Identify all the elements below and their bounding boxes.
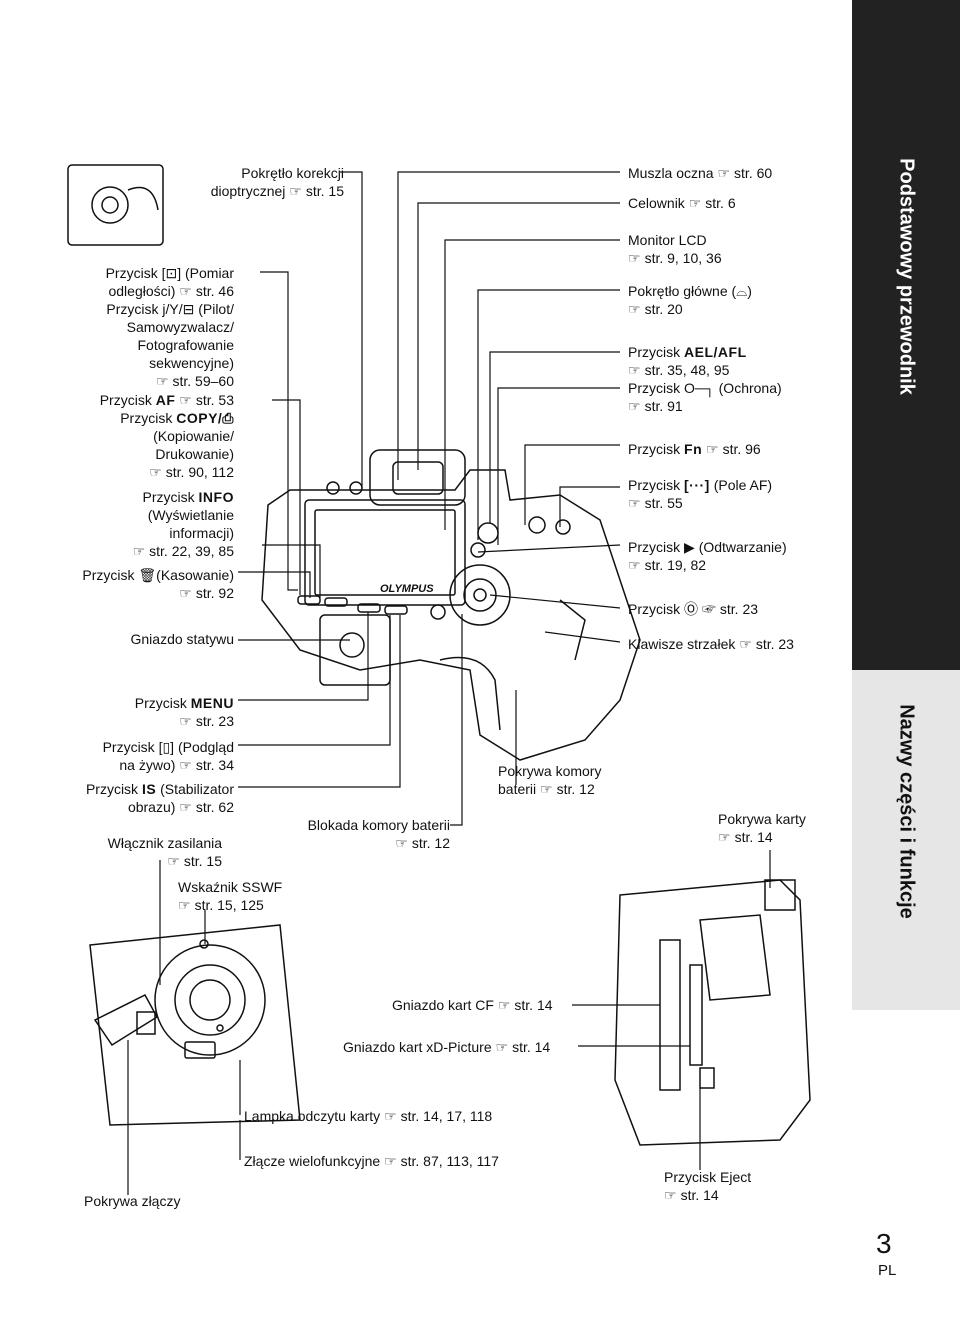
label-info-button: Przycisk INFO (Wyświetlanie informacji) … [133, 488, 234, 560]
label-main-dial: Pokrętło główne (⌓) str. 20 [628, 282, 752, 318]
label-cf-slot: Gniazdo kart CF str. 14 [392, 996, 553, 1014]
ok-icon: Ⓞ [684, 601, 699, 617]
label-battery-lock: Blokada komory baterii str. 12 [308, 816, 450, 852]
xd-slot [689, 964, 703, 1066]
dial-icon: ⌓ [736, 283, 748, 299]
label-xd-slot: Gniazdo kart xD-Picture str. 14 [343, 1038, 550, 1056]
page-number: 3 [876, 1228, 892, 1259]
label-card-cover: Pokrywa karty str. 14 [718, 810, 806, 846]
inset-dial-frame [67, 164, 164, 246]
trash-icon: 🗑 [138, 567, 157, 583]
label-ok-button: Przycisk Ⓞ str. 23 [628, 600, 758, 618]
label-af-button: Przycisk AF str. 53 [100, 391, 234, 409]
sidebar-section-top-label: Podstawowy przewodnik [895, 158, 918, 395]
label-arrow-keys: Klawisze strzałek str. 23 [628, 635, 794, 653]
label-is-button: Przycisk IS (Stabilizator obrazu) str. 6… [86, 780, 234, 816]
label-drive-button: Przycisk j/Y/⊟ (Pilot/ Samowyzwalacz/ Fo… [106, 300, 234, 390]
mode-dial [154, 944, 266, 1056]
sidebar: Podstawowy przewodnik Nazwy części i fun… [852, 0, 960, 1328]
label-diopter-dial: Pokrętło korekcji dioptrycznej str. 15 [211, 164, 344, 200]
card-compartment-outline [614, 879, 811, 1146]
camera-illustration: OLYMPUS [67, 164, 811, 1195]
label-viewfinder: Celownik str. 6 [628, 194, 736, 212]
sidebar-section-bottom-label: Nazwy części i funkcje [895, 704, 918, 919]
arrow-pad [449, 564, 511, 626]
label-power-switch: Włącznik zasilania str. 15 [108, 834, 222, 870]
label-protect-button: Przycisk O─┐ (Ochrona) str. 91 [628, 379, 782, 415]
label-eject-button: Przycisk Eject str. 14 [664, 1168, 751, 1204]
label-liveview-button: Przycisk [▯] (Podgląd na żywo) str. 34 [103, 738, 234, 774]
key-icon: O─┐ [684, 380, 715, 396]
label-ael-afl-button: Przycisk AEL/AFL str. 35, 48, 95 [628, 343, 747, 379]
label-menu-button: Przycisk MENU str. 23 [135, 694, 234, 730]
label-sswf-indicator: Wskaźnik SSWF str. 15, 125 [178, 878, 282, 914]
label-multi-connector: Złącze wielofunkcyjne str. 87, 113, 117 [244, 1152, 499, 1170]
lcd-monitor [304, 499, 466, 606]
label-card-access-lamp: Lampka odczytu karty str. 14, 17, 118 [244, 1107, 492, 1125]
camera-brand-logo: OLYMPUS [380, 583, 434, 595]
sidebar-tab-parts-names[interactable] [852, 670, 960, 1010]
label-connector-cover: Pokrywa złączy [84, 1193, 181, 1209]
cf-slot [659, 939, 681, 1091]
label-playback-button: Przycisk ▶ (Odtwarzanie) str. 19, 82 [628, 538, 787, 574]
label-copy-button: Przycisk COPY/⎙ (Kopiowanie/ Drukowanie)… [120, 409, 234, 481]
label-lcd-monitor: Monitor LCD str. 9, 10, 36 [628, 231, 722, 267]
language-code: PL [878, 1262, 897, 1279]
label-eyecup: Muszla oczna str. 60 [628, 164, 772, 182]
sidebar-tab-basic-guide[interactable] [852, 0, 960, 670]
connector-area-outline [89, 924, 301, 1126]
inset-dial [91, 186, 129, 224]
label-af-area-button: Przycisk [···] (Pole AF) str. 55 [628, 476, 772, 512]
label-tripod-socket: Gniazdo statywu [130, 631, 235, 647]
label-fn-button: Przycisk Fn str. 96 [628, 440, 761, 458]
label-distance-button: Przycisk [⊡] (Pomiar odległości) str. 46 [106, 264, 234, 300]
play-icon: ▶ [684, 539, 695, 555]
liveview-icon: [▯] [158, 739, 175, 755]
label-battery-cover: Pokrywa komory baterii str. 12 [498, 762, 601, 798]
camera-body-outline [261, 469, 641, 761]
label-erase-button: Przycisk 🗑(Kasowanie) str. 92 [82, 566, 234, 602]
